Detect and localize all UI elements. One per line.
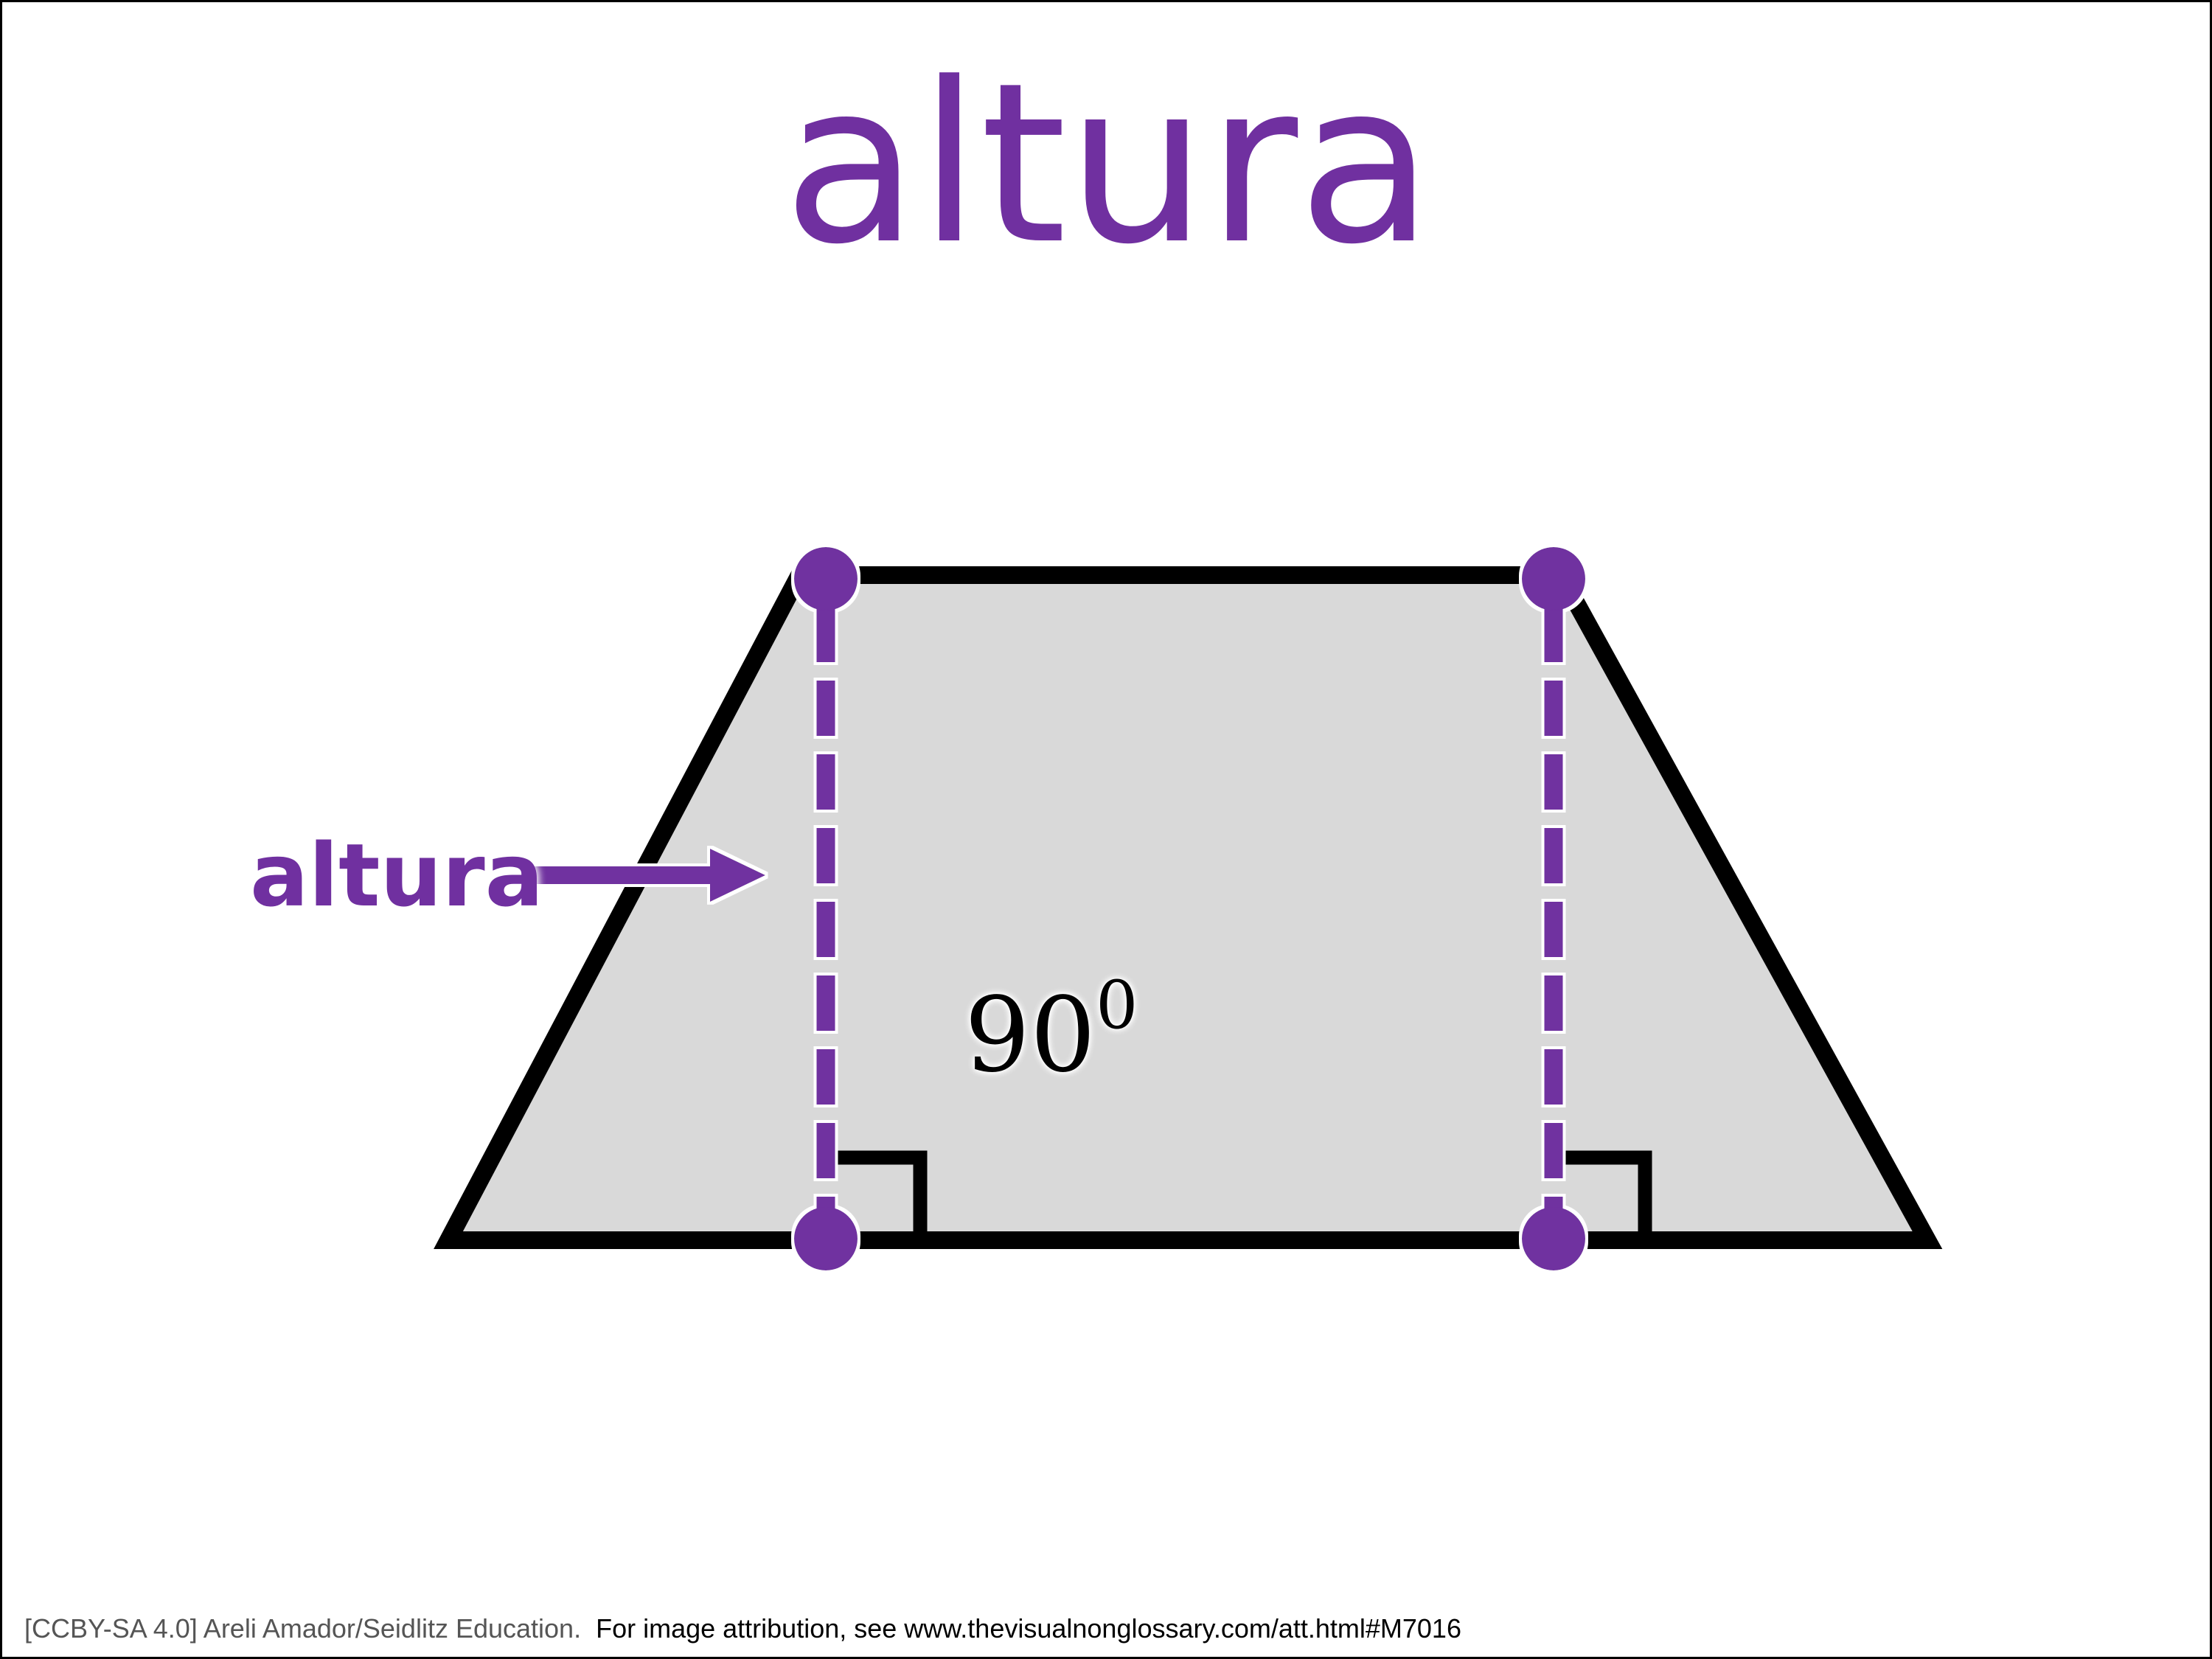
height-label: altura — [250, 824, 544, 926]
right-angle-mark-left — [836, 1150, 928, 1240]
page-title: altura — [782, 35, 1434, 293]
angle-superscript: 0 — [1096, 967, 1138, 1044]
foot-dot-left — [794, 1207, 858, 1270]
angle-value: 90 — [964, 975, 1096, 1096]
angle-label: 900 — [964, 967, 1138, 1096]
right-angle-mark-right — [1561, 1150, 1652, 1240]
attribution-footer: [CCBY-SA 4.0] Areli Amador/Seidlitz Educ… — [24, 1613, 1461, 1644]
vertex-dot-top-right — [1522, 547, 1585, 611]
arrow-icon — [527, 849, 765, 902]
trapezoid — [434, 566, 1943, 1249]
license-text: [CCBY-SA 4.0] Areli Amador/Seidlitz Educ… — [24, 1613, 582, 1644]
foot-dot-right — [1522, 1207, 1585, 1270]
vertex-dot-top-left — [794, 547, 858, 611]
attribution-text: For image attribution, see www.thevisual… — [596, 1613, 1461, 1644]
